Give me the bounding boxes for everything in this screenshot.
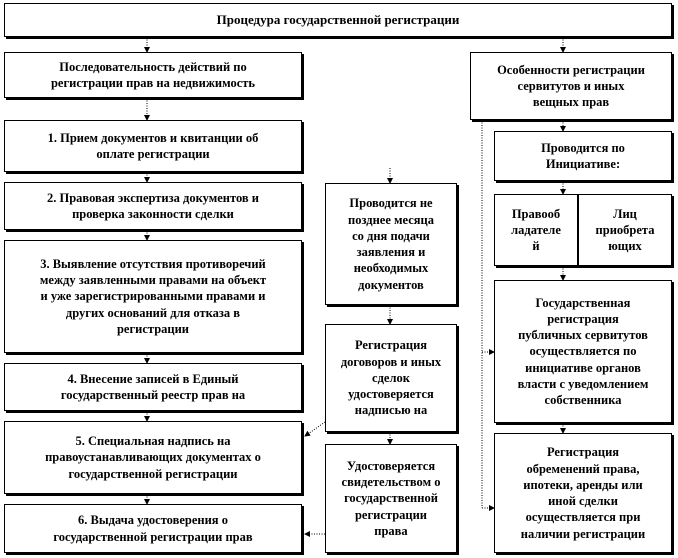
certificate-text: Удостоверяется свидетельством о государс… xyxy=(341,458,441,538)
certificate-box: Удостоверяется свидетельством о государс… xyxy=(325,444,457,553)
deadline-text: Проводится не позднее месяца со дня пода… xyxy=(348,196,434,292)
step5-text: 5. Специальная надпись на правоустанавли… xyxy=(45,434,261,481)
title-box: Процедура государственной регистрации xyxy=(4,3,672,37)
holder-text: Правооб ладателе й xyxy=(511,206,561,254)
deadline-box: Проводится не позднее месяца со дня пода… xyxy=(325,183,457,305)
encumbrance-text: Регистрация обременений права, ипотеки, … xyxy=(520,445,646,541)
encumbrance-box: Регистрация обременений права, ипотеки, … xyxy=(494,433,672,553)
features-text: Особенности регистрации сервитутов и ины… xyxy=(497,62,645,110)
sequence-box: Последовательность действий по регистрац… xyxy=(4,52,302,98)
step3-text: 3. Выявление отсутствия противоречий меж… xyxy=(39,256,267,336)
step5-box: 5. Специальная надпись на правоустанавли… xyxy=(4,421,302,494)
step1-box: 1. Прием документов и квитанции об оплат… xyxy=(4,120,302,172)
features-box: Особенности регистрации сервитутов и ины… xyxy=(470,52,672,120)
holder-box: Правооб ладателе й xyxy=(494,194,578,266)
public-servitude-text: Государственная регистрация публичных се… xyxy=(517,295,649,408)
initiative-text: Проводится по Инициативе: xyxy=(541,140,625,171)
step6-box: 6. Выдача удостоверения о государственно… xyxy=(4,504,302,553)
step6-text: 6. Выдача удостоверения о государственно… xyxy=(53,513,253,544)
acquirer-box: Лиц приобрета ющих xyxy=(578,194,672,266)
public-servitude-box: Государственная регистрация публичных се… xyxy=(494,280,672,423)
step4-text: 4. Внесение записей в Единый государстве… xyxy=(60,371,246,402)
step4-box: 4. Внесение записей в Единый государстве… xyxy=(4,363,302,411)
step2-text: 2. Правовая экспертиза документов и пров… xyxy=(47,190,259,221)
step3-box: 3. Выявление отсутствия противоречий меж… xyxy=(4,240,302,353)
step2-box: 2. Правовая экспертиза документов и пров… xyxy=(4,182,302,230)
initiative-box: Проводится по Инициативе: xyxy=(494,131,672,181)
contracts-text: Регистрация договоров и иных сделок удос… xyxy=(340,338,442,418)
title-text: Процедура государственной регистрации xyxy=(216,11,460,27)
step1-text: 1. Прием документов и квитанции об оплат… xyxy=(47,130,259,161)
arrow-contracts-to-step5 xyxy=(304,421,326,437)
sequence-text: Последовательность действий по регистрац… xyxy=(50,59,256,90)
contracts-box: Регистрация договоров и иных сделок удос… xyxy=(325,324,457,432)
acquirer-text: Лиц приобрета ющих xyxy=(595,206,655,254)
